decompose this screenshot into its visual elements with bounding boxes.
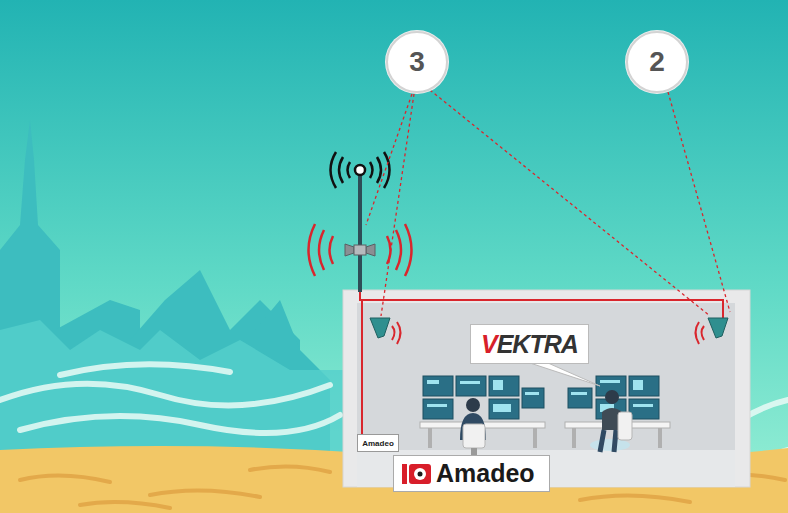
logo-label-text: Amadeo [436,459,535,488]
antenna [331,152,390,188]
callout-number-text: 3 [409,46,425,78]
logo-label: VEKTRA [470,324,589,364]
callout-number-text: 2 [649,46,665,78]
speaker-right [696,318,729,344]
logo-icon [402,462,432,486]
sand-ground [0,446,788,513]
logo-label: Amadeo [393,455,550,492]
callout-number: 2 [626,31,688,93]
siren [309,224,412,276]
workstation-right [565,376,670,452]
callout-number: 3 [386,31,448,93]
workstation-left [420,376,545,458]
skyline-front [0,320,343,455]
speaker-left [370,318,401,344]
device-label-text: Amadeo [362,439,394,448]
leader-lines [366,90,730,316]
mast [358,175,362,292]
callout-tail [530,363,600,386]
device-label: Amadeo [357,434,399,452]
logo-label-text: VEKTRA [481,330,578,359]
signal-cable [360,290,723,434]
